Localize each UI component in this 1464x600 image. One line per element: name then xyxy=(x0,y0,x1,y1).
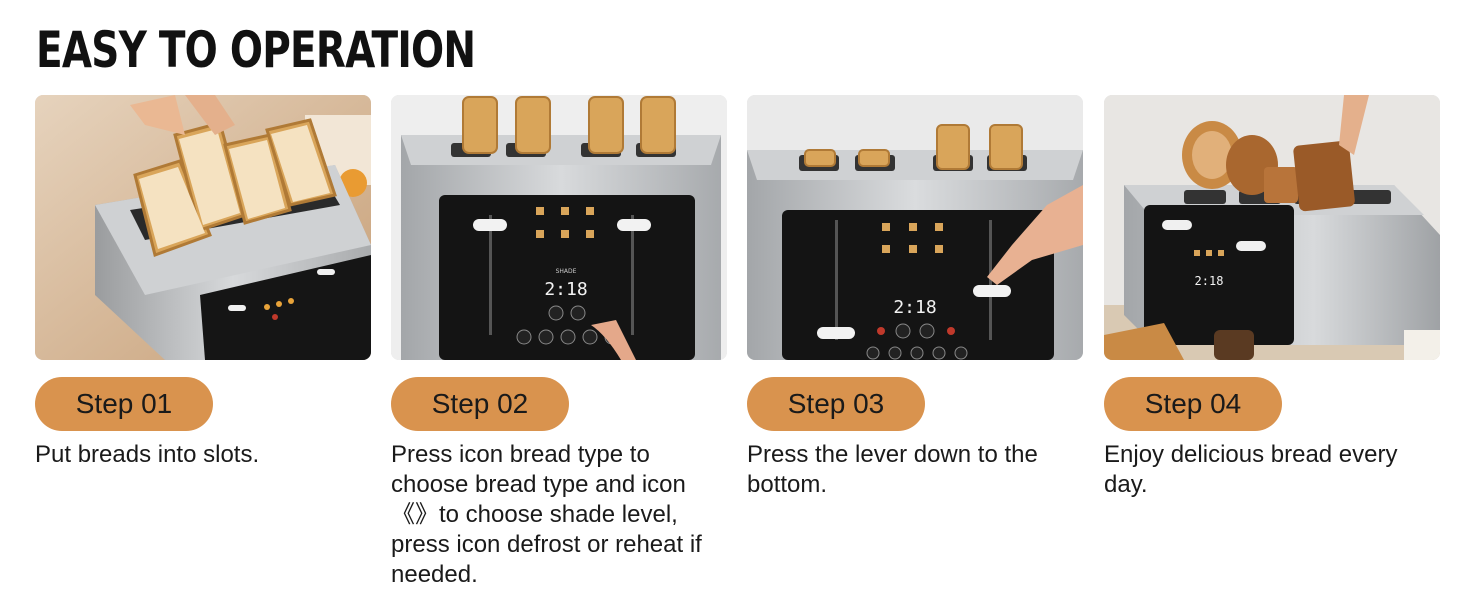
page-title: EASY TO OPERATION xyxy=(36,21,476,79)
step-card-4: 2:18 Step 04 Enjoy delicious bread every… xyxy=(1104,95,1440,595)
step-1-photo xyxy=(35,95,371,360)
step-3-photo: 2:18 xyxy=(747,95,1083,360)
step-card-1: Step 01 Put breads into slots. xyxy=(35,95,371,595)
step-2-badge: Step 02 xyxy=(391,377,569,431)
step-2-description: Press icon bread type to choose bread ty… xyxy=(391,441,702,588)
step-card-3: 2:18 Step 03 Press the lever down to the… xyxy=(747,95,1083,595)
step-card-2: 2:18 SHADE Step 02 Press icon bread type… xyxy=(391,95,727,595)
display-shade-label: SHADE xyxy=(556,268,577,275)
step-1-description: Put breads into slots. xyxy=(35,441,260,468)
step-4-photo: 2:18 xyxy=(1104,95,1440,360)
toaster-lever-press-image: 2:18 xyxy=(747,95,1083,360)
toaster-insert-bread-image xyxy=(35,95,371,360)
display-time: 2:18 xyxy=(1195,274,1224,288)
step-1-badge: Step 01 xyxy=(35,377,213,431)
step-4-badge: Step 04 xyxy=(1104,377,1282,431)
display-time: 2:18 xyxy=(544,279,587,300)
step-3-badge: Step 03 xyxy=(747,377,925,431)
step-4-description: Enjoy delicious bread every day. xyxy=(1104,441,1398,498)
toaster-control-panel-image: 2:18 SHADE xyxy=(391,95,727,360)
step-2-photo: 2:18 SHADE xyxy=(391,95,727,360)
toasted-bread-image: 2:18 xyxy=(1104,95,1440,360)
step-3-description: Press the lever down to the bottom. xyxy=(747,441,1038,498)
display-time: 2:18 xyxy=(893,297,936,318)
